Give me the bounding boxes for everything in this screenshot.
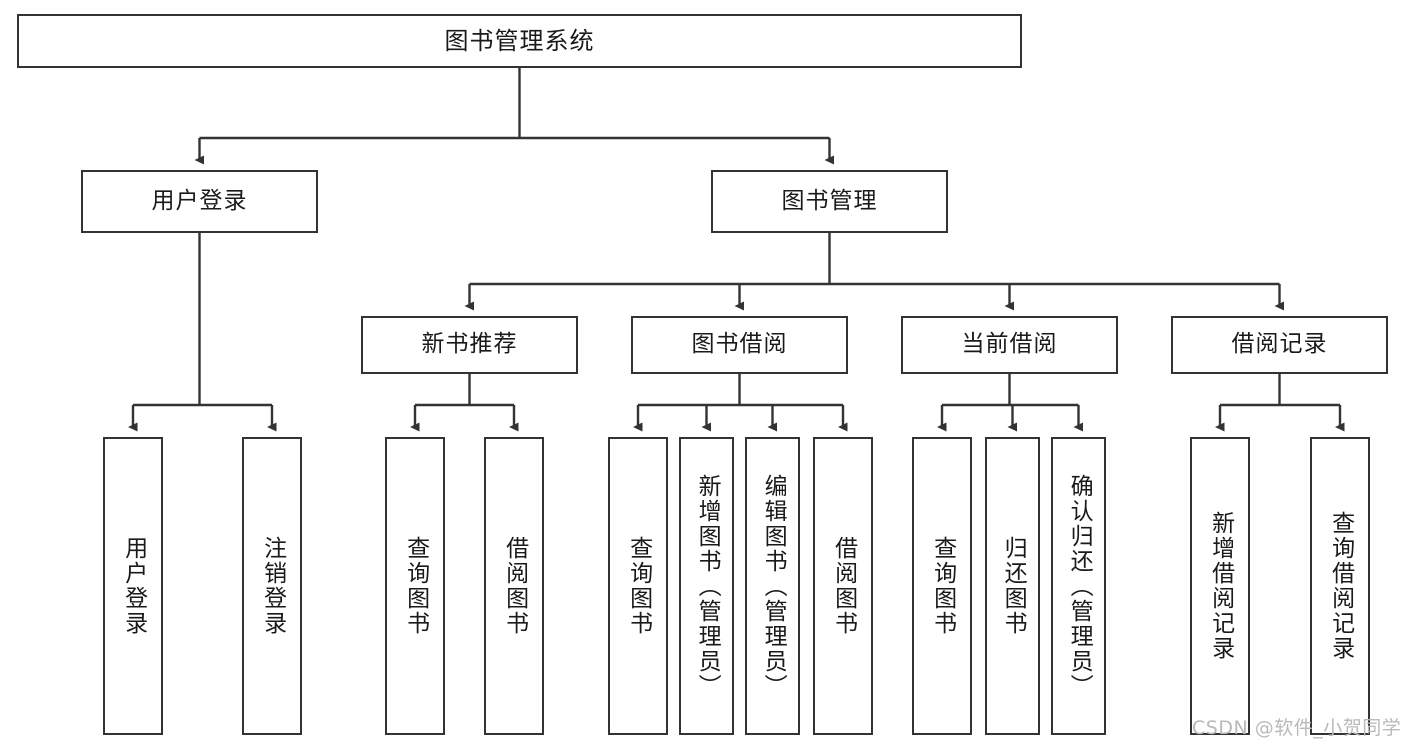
node-label: 当前借阅: [961, 331, 1058, 358]
node-label: 图书借阅: [691, 331, 788, 358]
node-label: 查询借阅记录: [1327, 511, 1354, 661]
node-leaf-borrow-1: 查询图书: [608, 437, 668, 735]
node-leaf-newrec-1: 查询图书: [385, 437, 445, 735]
node-root: 图书管理系统: [17, 14, 1022, 68]
node-label: 借阅图书: [830, 536, 857, 636]
node-current: 当前借阅: [901, 316, 1118, 374]
node-leaf-login-1: 用户登录: [103, 437, 163, 735]
node-label: 借阅记录: [1231, 331, 1328, 358]
node-label: 用户登录: [151, 187, 248, 214]
node-leaf-records-1: 新增借阅记录: [1190, 437, 1250, 735]
node-label: 新增借阅记录: [1207, 511, 1234, 661]
node-label: 查询图书: [929, 536, 956, 636]
node-label: 归还图书: [1000, 536, 1027, 636]
node-newrec: 新书推荐: [361, 316, 578, 374]
node-leaf-borrow-2: 新增图书（管理员）: [679, 437, 734, 735]
node-leaf-current-2: 归还图书: [985, 437, 1040, 735]
node-label: 查询图书: [402, 536, 429, 636]
node-label: 注销登录: [259, 536, 286, 636]
node-records: 借阅记录: [1171, 316, 1388, 374]
node-bookmgmt: 图书管理: [711, 170, 948, 233]
node-label: 编辑图书（管理员）: [760, 473, 787, 699]
watermark-label: CSDN @软件_小贺同学: [1192, 717, 1402, 739]
node-label: 新增图书（管理员）: [694, 473, 721, 699]
node-label: 图书管理系统: [444, 26, 595, 55]
node-borrow: 图书借阅: [631, 316, 848, 374]
node-leaf-current-1: 查询图书: [912, 437, 972, 735]
node-label: 查询图书: [625, 536, 652, 636]
node-label: 图书管理: [781, 187, 878, 214]
node-leaf-borrow-4: 借阅图书: [813, 437, 873, 735]
node-label: 确认归还（管理员）: [1066, 473, 1093, 699]
node-leaf-records-2: 查询借阅记录: [1310, 437, 1370, 735]
node-label: 借阅图书: [501, 536, 528, 636]
node-label: 用户登录: [120, 536, 147, 636]
node-leaf-borrow-3: 编辑图书（管理员）: [745, 437, 800, 735]
node-leaf-newrec-2: 借阅图书: [484, 437, 544, 735]
node-leaf-current-3: 确认归还（管理员）: [1051, 437, 1106, 735]
node-leaf-login-2: 注销登录: [242, 437, 302, 735]
node-login: 用户登录: [81, 170, 318, 233]
node-label: 新书推荐: [421, 331, 518, 358]
